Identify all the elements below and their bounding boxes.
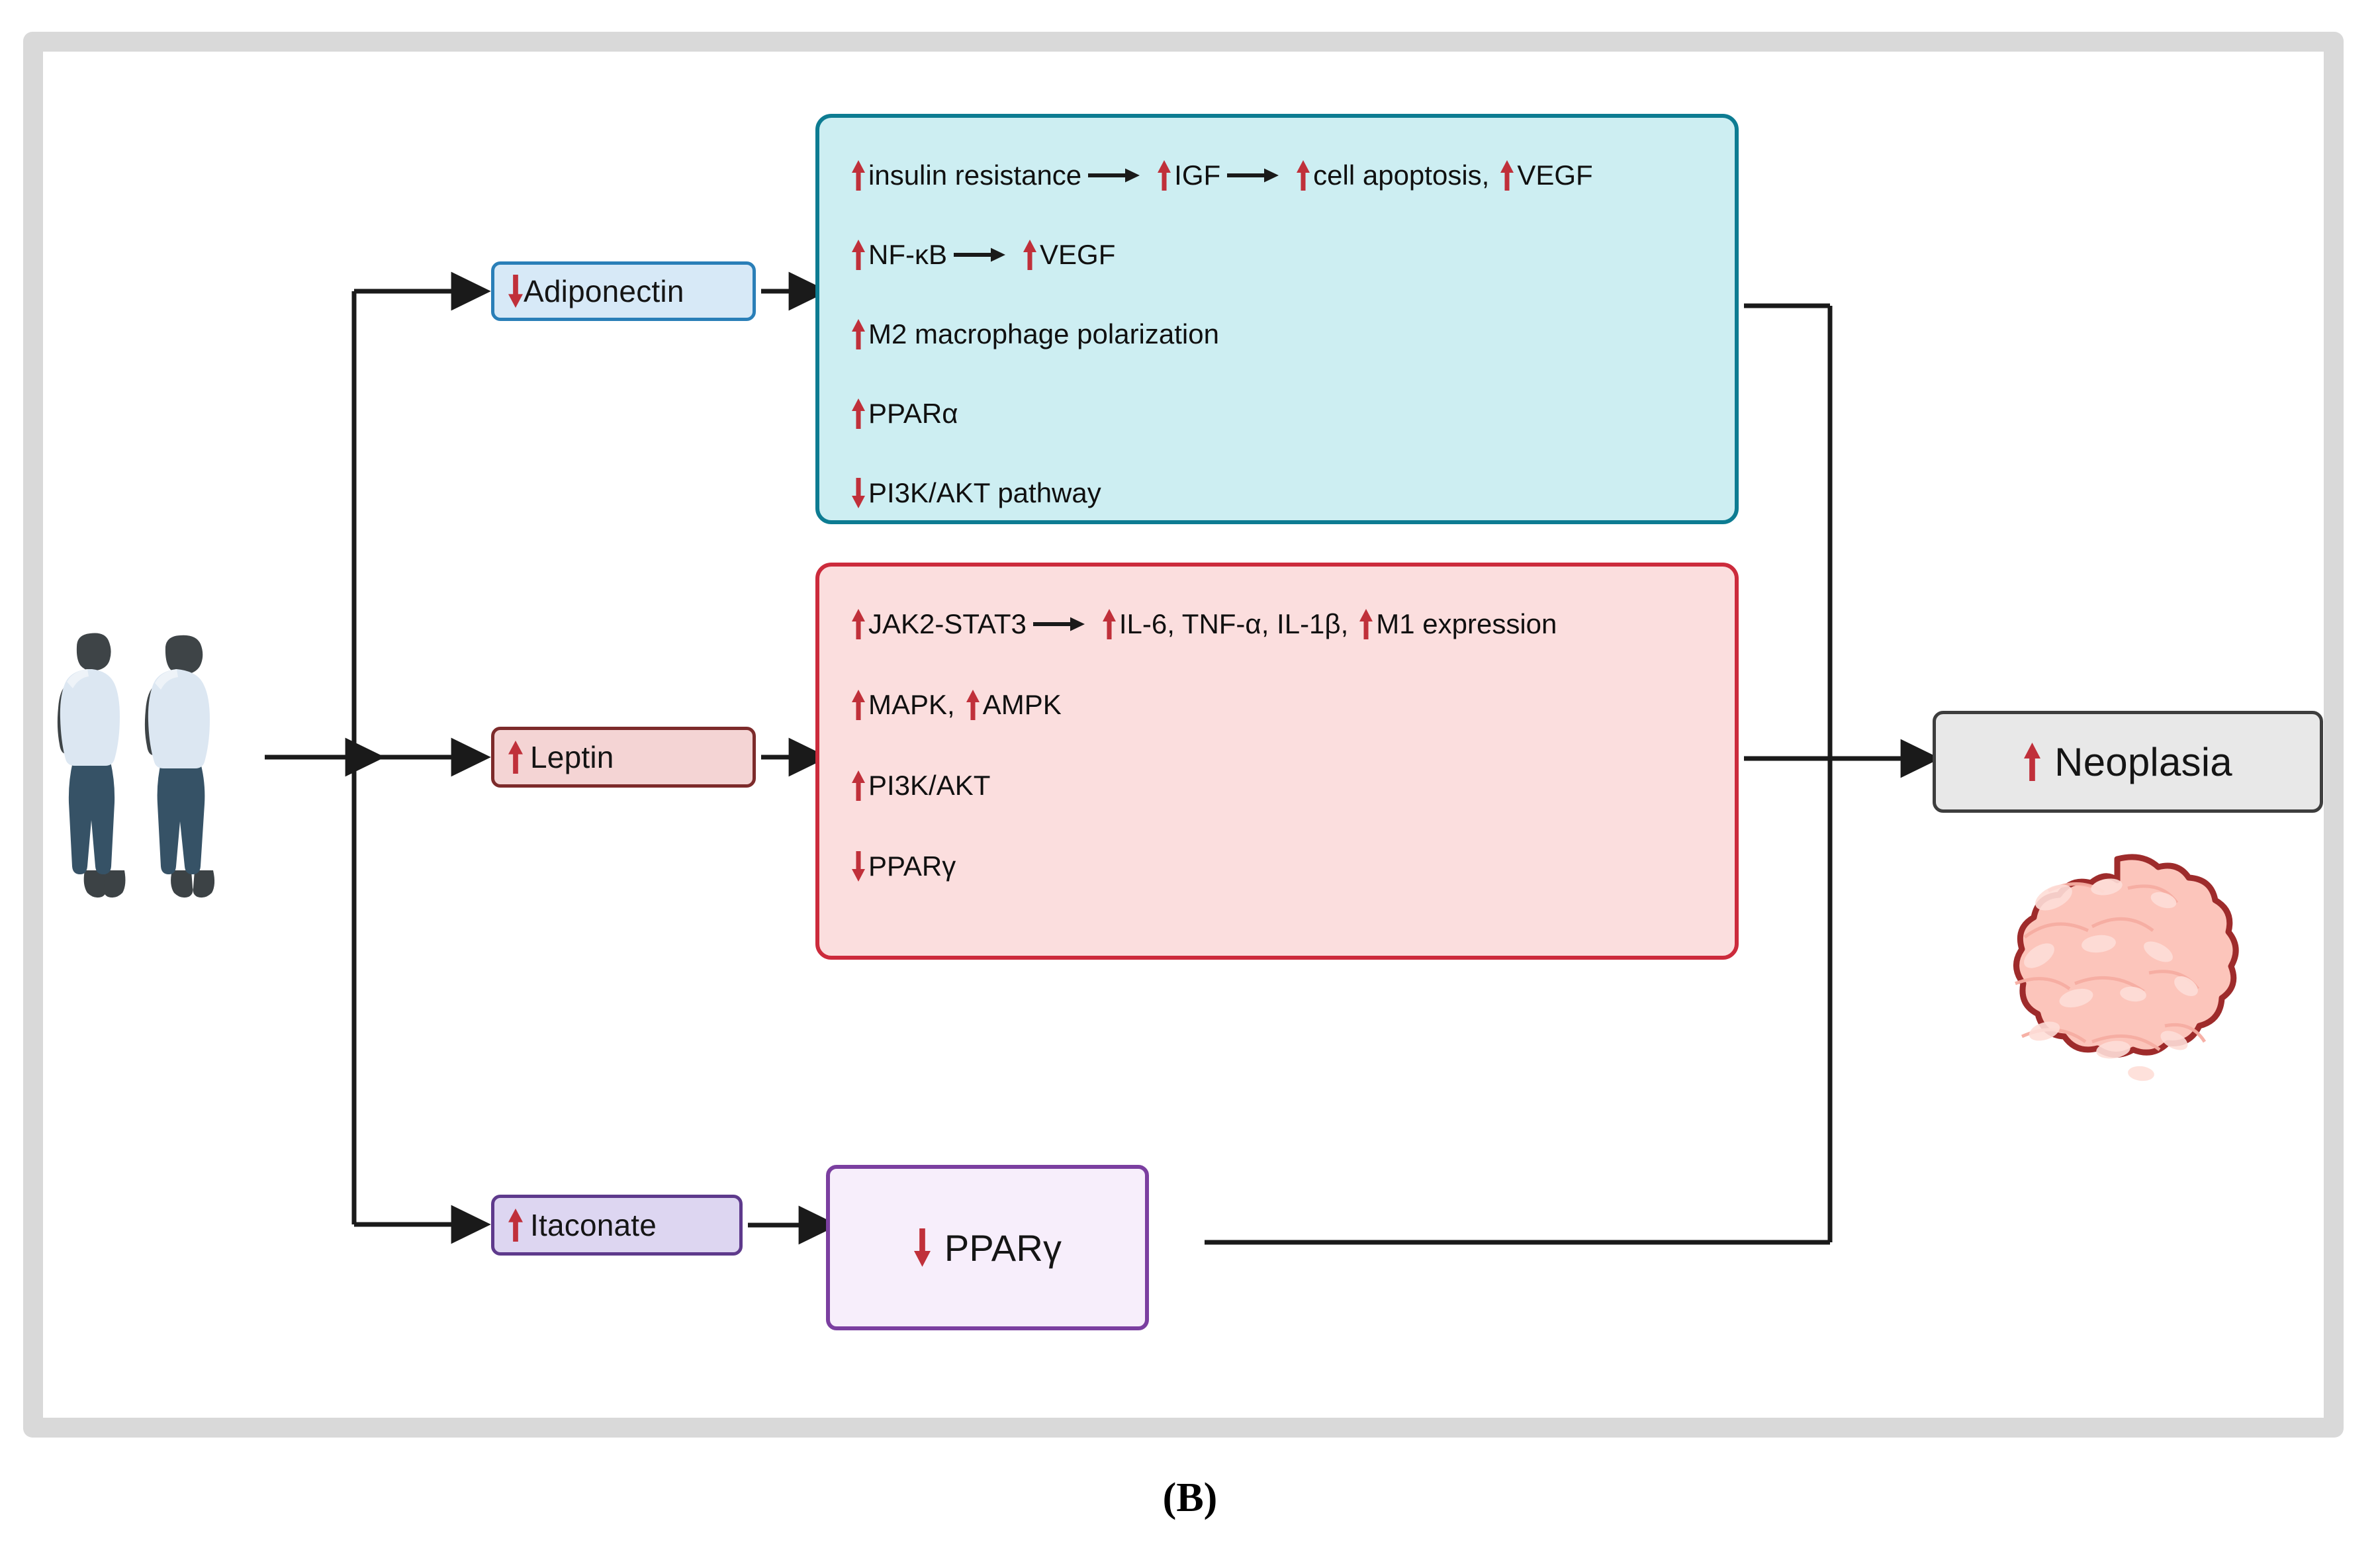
node-ppargamma-label: PPARγ — [944, 1226, 1062, 1269]
panel-caption: (B) — [1162, 1475, 1218, 1520]
panel-text-segment: PPARγ — [868, 850, 956, 882]
red-up-arrow-icon — [851, 159, 866, 192]
red-up-arrow-icon — [851, 238, 866, 271]
panel-leptin-line-1: JAK2-STAT3 IL-6, TNF-α, IL-1β, M1 expres… — [851, 608, 1557, 641]
node-adiponectin-label: Adiponectin — [524, 274, 684, 308]
node-itaconate-label: Itaconate — [530, 1208, 657, 1242]
panel-text-segment: M1 expression — [1376, 608, 1557, 639]
red-up-arrow-icon — [1157, 159, 1171, 192]
red-up-arrow-icon — [508, 739, 524, 775]
red-down-arrow-icon — [851, 477, 866, 510]
node-neoplasia-label: Neoplasia — [2054, 739, 2232, 784]
red-up-arrow-icon — [851, 769, 866, 802]
black-right-arrow-icon — [1088, 163, 1140, 187]
node-neoplasia[interactable]: Neoplasia — [1933, 711, 2323, 813]
panel-text-segment: M2 macrophage polarization — [868, 318, 1219, 349]
black-right-arrow-icon — [1032, 612, 1085, 636]
black-right-arrow-icon — [954, 243, 1005, 267]
panel-adiponectin-line-4: PPARα — [851, 397, 958, 430]
node-leptin[interactable]: Leptin — [491, 727, 756, 788]
panel-leptin-line-4: PPARγ — [851, 850, 956, 883]
node-ppargamma[interactable]: PPARγ — [826, 1165, 1149, 1330]
effects-panel-leptin: JAK2-STAT3 IL-6, TNF-α, IL-1β, M1 expres… — [815, 563, 1739, 960]
red-down-arrow-icon — [851, 850, 866, 883]
panel-text-segment: VEGF — [1517, 160, 1593, 191]
panel-text-segment: AMPK — [982, 689, 1062, 720]
panel-adiponectin-line-2: NF-κB VEGF — [851, 238, 1115, 271]
panel-text-segment: IL-6, TNF-α, IL-1β, — [1119, 608, 1349, 639]
person-figure-a — [57, 633, 126, 898]
panel-text-segment: IGF — [1174, 160, 1221, 191]
red-up-arrow-icon — [1023, 238, 1037, 271]
person-figure-b — [144, 635, 215, 898]
red-up-arrow-icon — [1102, 608, 1117, 641]
node-itaconate[interactable]: Itaconate — [491, 1195, 743, 1256]
panel-text-segment: PPARα — [868, 398, 958, 429]
red-up-arrow-icon — [966, 688, 980, 721]
red-down-arrow-icon — [913, 1227, 931, 1268]
node-adiponectin[interactable]: Adiponectin — [491, 261, 756, 321]
tumor-illustration — [2013, 854, 2239, 1081]
panel-adiponectin-line-1: insulin resistance IGF cell apoptosis, V… — [851, 159, 1593, 192]
panel-adiponectin-line-5: PI3K/AKT pathway — [851, 477, 1101, 510]
black-right-arrow-icon — [1227, 163, 1279, 187]
panel-adiponectin-line-3: M2 macrophage polarization — [851, 318, 1219, 351]
panel-text-segment: NF-κB — [868, 239, 947, 270]
red-up-arrow-icon — [508, 1207, 524, 1243]
node-leptin-label: Leptin — [530, 740, 614, 774]
red-up-arrow-icon — [2023, 741, 2041, 782]
panel-leptin-line-2: MAPK, AMPK — [851, 688, 1062, 721]
panel-text-segment: PI3K/AKT pathway — [868, 477, 1101, 508]
panel-text-segment: PI3K/AKT — [868, 770, 991, 801]
panel-text-segment: insulin resistance — [868, 160, 1082, 191]
red-up-arrow-icon — [851, 318, 866, 351]
red-down-arrow-icon — [508, 273, 524, 309]
red-up-arrow-icon — [1296, 159, 1310, 192]
panel-text-segment: MAPK, — [868, 689, 955, 720]
panel-text-segment: cell apoptosis, — [1313, 160, 1490, 191]
panel-text-segment: VEGF — [1040, 239, 1116, 270]
red-up-arrow-icon — [851, 688, 866, 721]
panel-text-segment: JAK2-STAT3 — [868, 608, 1027, 639]
red-up-arrow-icon — [851, 608, 866, 641]
red-up-arrow-icon — [851, 397, 866, 430]
red-up-arrow-icon — [1500, 159, 1514, 192]
obese-people-illustration — [57, 633, 215, 898]
red-up-arrow-icon — [1359, 608, 1373, 641]
effects-panel-adiponectin: insulin resistance IGF cell apoptosis, V… — [815, 114, 1739, 524]
panel-leptin-line-3: PI3K/AKT — [851, 769, 990, 802]
